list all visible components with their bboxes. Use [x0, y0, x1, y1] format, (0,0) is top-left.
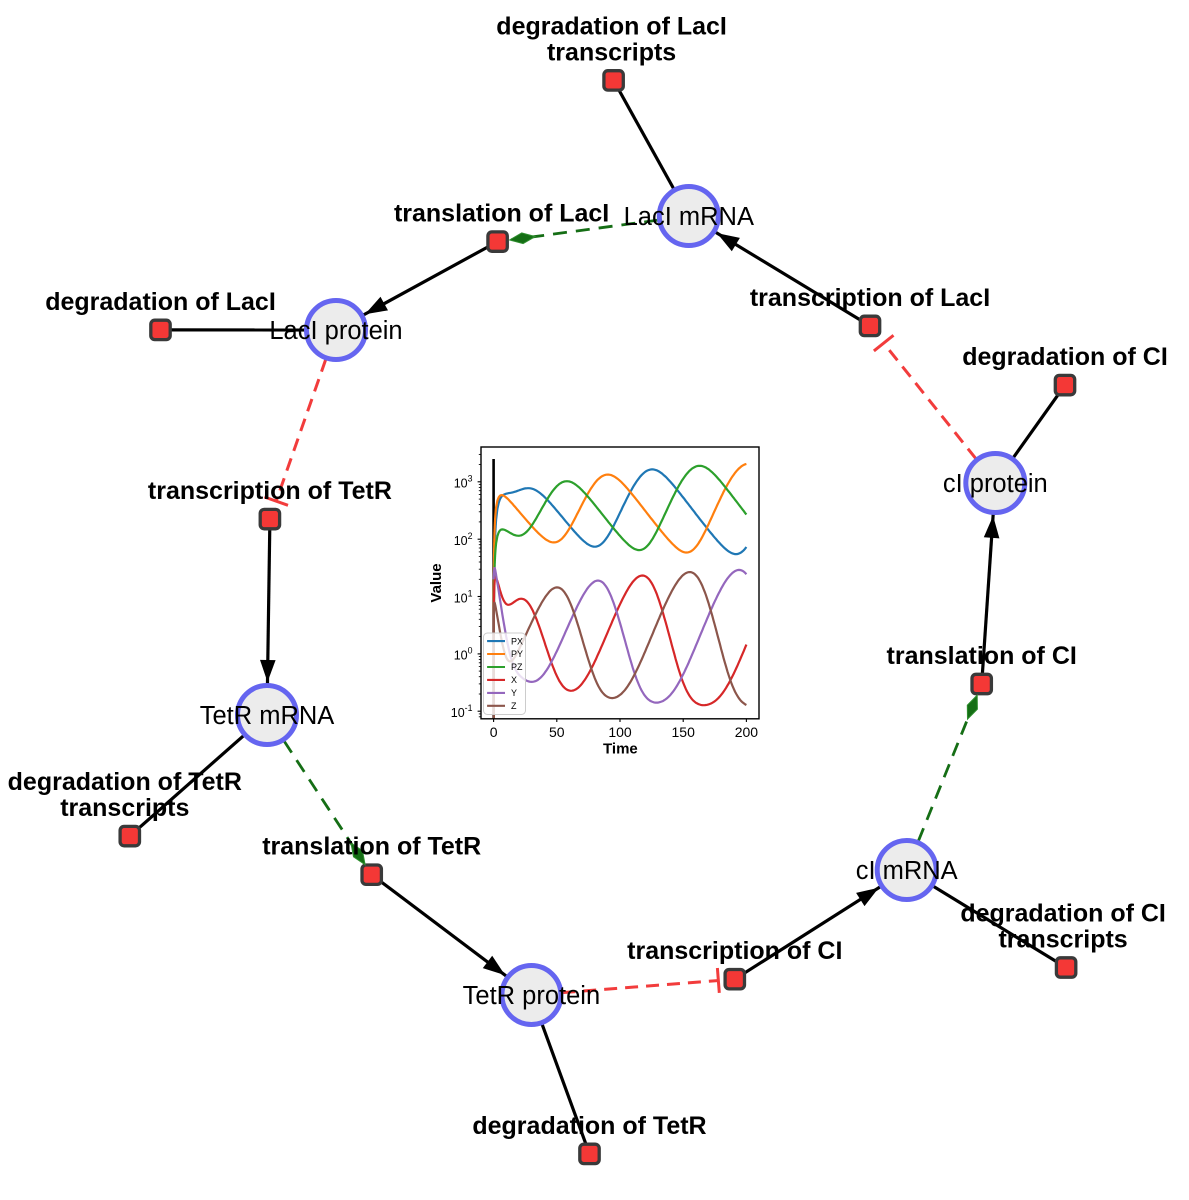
svg-text:Y: Y — [511, 688, 517, 698]
svg-text:degradation of CI: degradation of CI — [960, 900, 1166, 928]
svg-text:50: 50 — [549, 724, 565, 740]
svg-text:cI protein: cI protein — [943, 470, 1048, 498]
svg-text:translation of LacI: translation of LacI — [394, 200, 609, 228]
svg-text:transcripts: transcripts — [998, 926, 1127, 954]
svg-text:degradation of LacI: degradation of LacI — [45, 288, 276, 316]
svg-text:X: X — [511, 675, 517, 685]
svg-text:translation of TetR: translation of TetR — [262, 833, 481, 861]
svg-text:transcripts: transcripts — [60, 794, 189, 822]
svg-text:PZ: PZ — [511, 662, 523, 672]
svg-text:transcripts: transcripts — [547, 38, 676, 66]
svg-text:Z: Z — [511, 701, 517, 711]
svg-text:0: 0 — [490, 724, 498, 740]
svg-text:Value: Value — [428, 563, 445, 602]
svg-text:Time: Time — [603, 741, 638, 758]
svg-text:degradation of TetR: degradation of TetR — [8, 768, 242, 796]
svg-text:150: 150 — [672, 724, 696, 740]
svg-text:degradation of TetR: degradation of TetR — [472, 1112, 706, 1140]
svg-text:cI mRNA: cI mRNA — [856, 857, 958, 885]
svg-text:LacI mRNA: LacI mRNA — [624, 203, 754, 231]
svg-text:PY: PY — [511, 649, 523, 659]
svg-text:PX: PX — [511, 636, 523, 646]
svg-text:degradation of CI: degradation of CI — [962, 343, 1168, 371]
svg-text:transcription of TetR: transcription of TetR — [148, 477, 392, 505]
svg-text:TetR mRNA: TetR mRNA — [200, 702, 335, 730]
svg-text:translation of CI: translation of CI — [887, 642, 1077, 670]
svg-text:transcription of LacI: transcription of LacI — [750, 284, 990, 312]
svg-text:transcription of CI: transcription of CI — [627, 937, 842, 965]
svg-text:100: 100 — [608, 724, 632, 740]
svg-text:200: 200 — [735, 724, 759, 740]
svg-text:degradation of LacI: degradation of LacI — [496, 12, 727, 40]
svg-text:TetR protein: TetR protein — [463, 982, 601, 1010]
svg-text:LacI protein: LacI protein — [269, 317, 402, 345]
